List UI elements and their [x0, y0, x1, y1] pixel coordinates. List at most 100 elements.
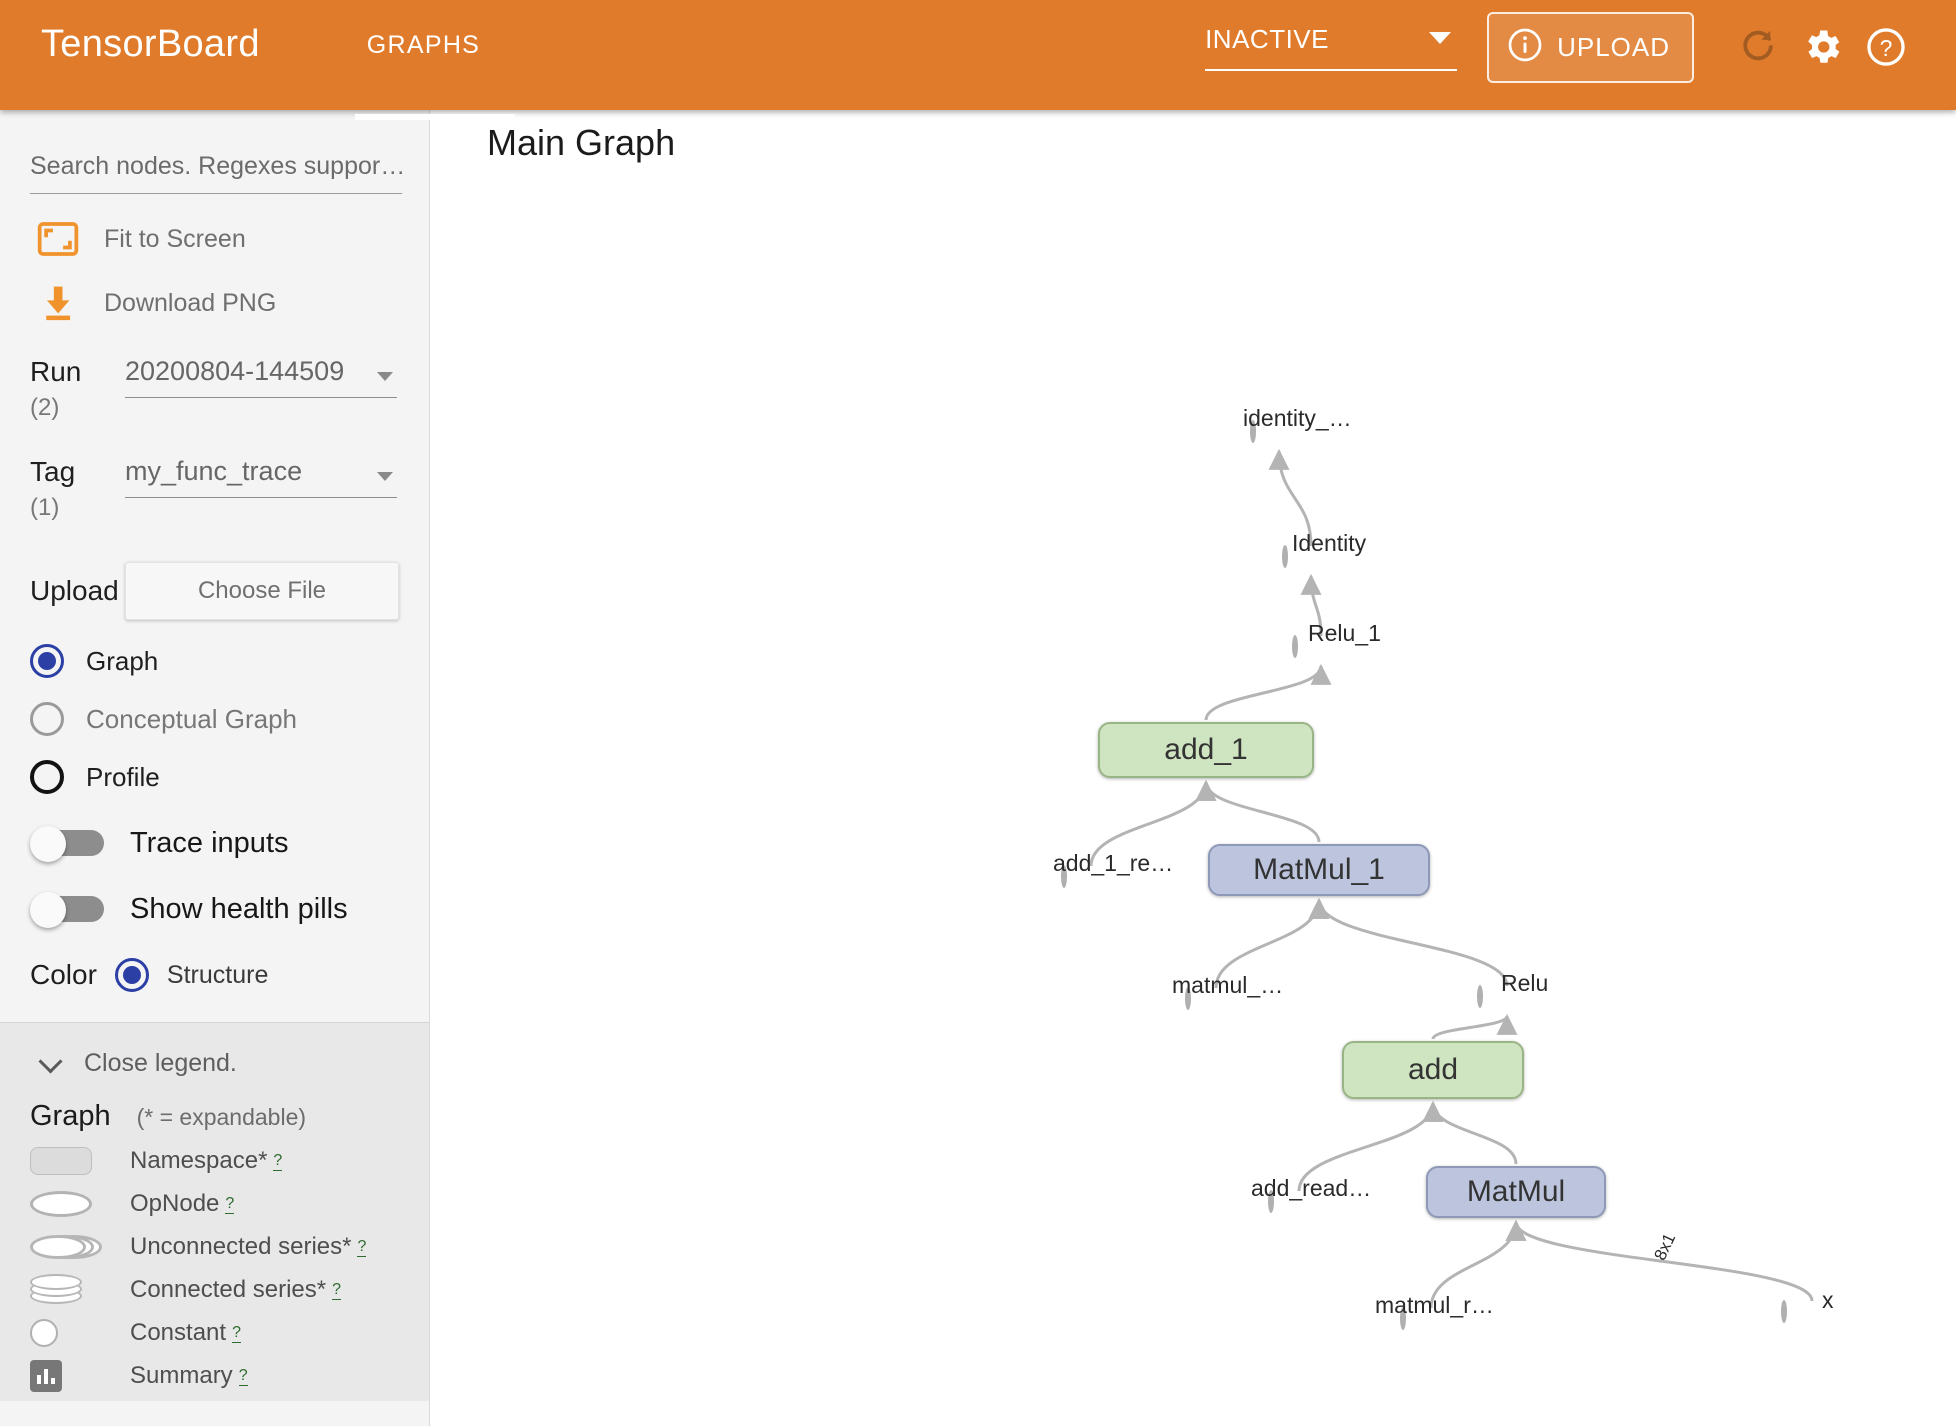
graph-edges: 8x1	[1089, 448, 1814, 1309]
constant-swatch-icon	[30, 1318, 108, 1348]
graph-edge	[1505, 1219, 1814, 1302]
color-label: Color	[30, 959, 97, 990]
legend-hint: (* = expandable)	[136, 1104, 307, 1130]
graph-edge	[1204, 663, 1332, 721]
chevron-down-icon	[377, 372, 393, 381]
radio-profile-label: Profile	[86, 761, 160, 792]
toggle-show-health-pills[interactable]: Show health pills	[30, 892, 399, 928]
toggle-off-icon	[30, 826, 104, 862]
search-field	[30, 110, 402, 194]
upload-button[interactable]: UPLOAD	[1487, 11, 1694, 83]
radio-graph-label: Graph	[86, 645, 159, 676]
radio-unselected-icon	[30, 702, 64, 736]
graph-edge	[1431, 1013, 1518, 1040]
legend-item-connected-series: Connected series* ?	[30, 1274, 399, 1305]
legend-header: Graph (* = expandable)	[30, 1100, 399, 1133]
radio-conceptual-graph-label: Conceptual Graph	[86, 703, 298, 734]
upload-field: Upload Choose File	[30, 562, 399, 620]
help-link[interactable]: ?	[238, 1366, 248, 1386]
toggle-trace-inputs[interactable]: Trace inputs	[30, 826, 399, 862]
run-label: Run	[30, 356, 82, 387]
help-link[interactable]: ?	[273, 1151, 283, 1171]
graph-node-matmul_read[interactable]	[1400, 1307, 1462, 1334]
graph-node-add_read[interactable]	[1268, 1190, 1330, 1217]
radio-selected-icon[interactable]	[114, 958, 149, 992]
graph-node-label: MatMul_1	[1253, 853, 1385, 886]
sidebar-controls: Fit to Screen Download PNG Run (2) 20200…	[0, 110, 429, 1022]
opnode-swatch-icon	[30, 1189, 108, 1219]
graph-node-Relu[interactable]	[1477, 985, 1537, 1012]
legend-item-label: Unconnected series*	[130, 1233, 352, 1260]
help-link[interactable]: ?	[357, 1237, 367, 1257]
help-link[interactable]: ?	[225, 1194, 235, 1214]
fit-to-screen-icon	[30, 222, 86, 256]
run-state-select[interactable]: INACTIVE	[1205, 24, 1458, 71]
legend-item-label: Namespace*	[130, 1147, 268, 1174]
graph-node-MatMul_1[interactable]: MatMul_1	[1208, 844, 1430, 896]
graph-edge	[1308, 897, 1509, 987]
opnode-ellipse-icon	[1250, 420, 1256, 443]
opnode-ellipse-icon	[1781, 1300, 1787, 1323]
opnode-ellipse-icon	[1185, 987, 1191, 1010]
tag-field: Tag (1) my_func_trace	[30, 456, 399, 522]
legend-item-label: OpNode	[130, 1190, 220, 1217]
download-png-label: Download PNG	[104, 288, 277, 317]
help-link[interactable]: ?	[332, 1280, 342, 1300]
run-field: Run (2) 20200804-144509	[30, 356, 399, 422]
radio-profile[interactable]: Profile	[30, 760, 399, 794]
choose-file-button[interactable]: Choose File	[125, 562, 399, 620]
radio-unselected-icon	[30, 760, 64, 794]
opnode-ellipse-icon	[1292, 635, 1298, 658]
graph-node-Identity[interactable]	[1282, 545, 1340, 572]
legend-item-unconnected-series: Unconnected series* ?	[30, 1232, 399, 1262]
graph-edge	[1300, 573, 1323, 637]
tab-graphs[interactable]: GRAPHS	[355, 30, 492, 84]
opnode-ellipse-icon	[1061, 865, 1067, 888]
top-app-bar: TensorBoard GRAPHS INACTIVE UPLOAD	[0, 0, 1956, 110]
radio-conceptual-graph[interactable]: Conceptual Graph	[30, 702, 399, 736]
graph-node-Relu_1[interactable]	[1292, 635, 1350, 662]
opnode-ellipse-icon	[1477, 985, 1483, 1008]
run-select[interactable]: 20200804-144509	[125, 356, 397, 398]
graph-node-label: add_1_re…	[1053, 850, 1174, 876]
help-link[interactable]: ?	[232, 1323, 241, 1343]
graph-node-x[interactable]	[1781, 1300, 1843, 1327]
close-legend-button[interactable]: Close legend.	[30, 1049, 399, 1078]
tag-count: (1)	[30, 494, 60, 521]
graph-node-MatMul[interactable]: MatMul	[1426, 1166, 1606, 1218]
graph-node-matmul_read2[interactable]	[1185, 987, 1247, 1014]
app-brand: TensorBoard	[41, 23, 260, 65]
refresh-icon[interactable]	[1730, 19, 1786, 75]
download-png-button[interactable]: Download PNG	[30, 284, 399, 322]
graph-node-add_1[interactable]: add_1	[1098, 722, 1314, 778]
help-icon[interactable]: ?	[1858, 19, 1914, 75]
svg-text:?: ?	[1880, 35, 1893, 61]
search-input[interactable]	[30, 152, 402, 194]
graph-edge-label: 8x1	[1650, 1230, 1679, 1263]
chevron-down-icon	[1429, 31, 1452, 44]
run-value: 20200804-144509	[125, 356, 345, 386]
graph-node-identity_out[interactable]	[1250, 420, 1308, 447]
graph-node-label: matmul_r…	[1375, 1292, 1494, 1318]
download-icon	[30, 284, 86, 322]
toggle-off-icon	[30, 892, 104, 928]
radio-graph[interactable]: Graph	[30, 644, 399, 678]
tag-select[interactable]: my_func_trace	[125, 456, 397, 498]
graph-node-add_1_read[interactable]	[1061, 865, 1121, 892]
graph-node-add[interactable]: add	[1342, 1041, 1524, 1099]
gear-icon[interactable]	[1794, 19, 1850, 75]
graph-node-label: Relu_1	[1308, 620, 1381, 646]
run-label-group: Run (2)	[30, 356, 125, 422]
graph-edge	[1268, 448, 1313, 547]
fit-to-screen-button[interactable]: Fit to Screen	[30, 222, 399, 256]
opnode-ellipse-icon	[1268, 1190, 1274, 1213]
opnode-ellipse-icon	[1400, 1307, 1406, 1330]
color-field: Color Structure	[30, 958, 399, 1022]
legend-item-summary: Summary ?	[30, 1360, 399, 1392]
run-count: (2)	[30, 394, 60, 421]
tag-label-group: Tag (1)	[30, 456, 125, 522]
legend-item-label: Summary	[130, 1362, 233, 1389]
legend-item-label: Connected series*	[130, 1276, 327, 1303]
legend-item-opnode: OpNode ?	[30, 1189, 399, 1219]
